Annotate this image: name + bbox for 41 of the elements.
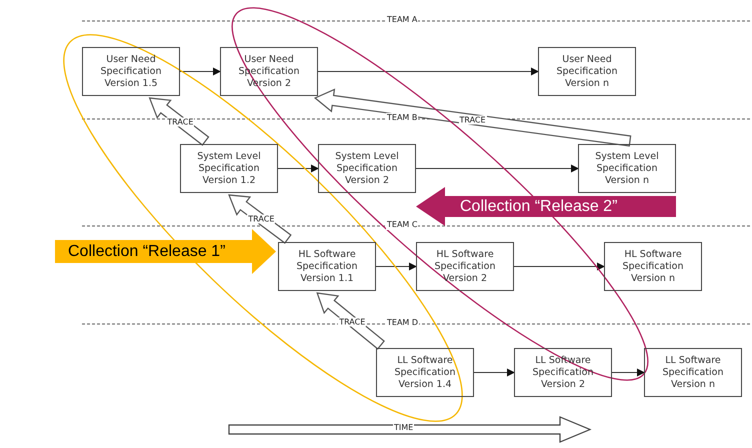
lane-label: TEAM B (386, 113, 418, 123)
arrow (318, 68, 539, 76)
arrow (612, 368, 645, 376)
callout-text: Collection “Release 2” (460, 198, 618, 216)
spec-label: System Level Specification Version 2 (334, 150, 400, 186)
lane-label: TEAM C (386, 220, 418, 230)
spec-label: System Level Specification Version 1.2 (196, 150, 262, 186)
spec-label: HL Software Specification Version 1.1 (296, 248, 358, 284)
spec-label: HL Software Specification Version n (622, 248, 684, 284)
spec-label: LL Software Specification Version n (662, 354, 724, 390)
arrow (416, 164, 579, 172)
spec-box (180, 144, 278, 193)
spec-box (82, 47, 180, 96)
lane-label: TEAM A (386, 15, 418, 25)
edge-label: TRACE (338, 317, 366, 326)
callout-text: Collection “Release 1” (68, 242, 226, 260)
arrow (376, 262, 417, 270)
spec-label: System Level Specification Version n (594, 150, 660, 186)
lane-label: TEAM D (386, 318, 420, 328)
spec-box (278, 242, 376, 291)
spec-box (578, 144, 676, 193)
spec-label: HL Software Specification Version 2 (434, 248, 496, 284)
edge-label: TRACE (247, 214, 276, 224)
spec-box (538, 47, 636, 96)
trace-arrow (314, 88, 632, 147)
spec-box (514, 348, 612, 397)
spec-box (644, 348, 742, 397)
spec-box (416, 242, 514, 291)
axis-label: TIME (393, 423, 414, 433)
spec-box (318, 144, 416, 193)
arrow (180, 68, 221, 76)
spec-box (376, 348, 474, 397)
arrow (474, 368, 515, 376)
arrow (514, 262, 605, 270)
spec-label: LL Software Specification Version 1.4 (394, 354, 456, 390)
edge-label: TRACE (166, 117, 194, 126)
spec-box (604, 242, 702, 291)
spec-label: User Need Specification Version n (556, 54, 618, 90)
arrow (278, 164, 319, 172)
spec-box (220, 47, 318, 96)
spec-label: User Need Specification Version 1.5 (100, 54, 162, 90)
